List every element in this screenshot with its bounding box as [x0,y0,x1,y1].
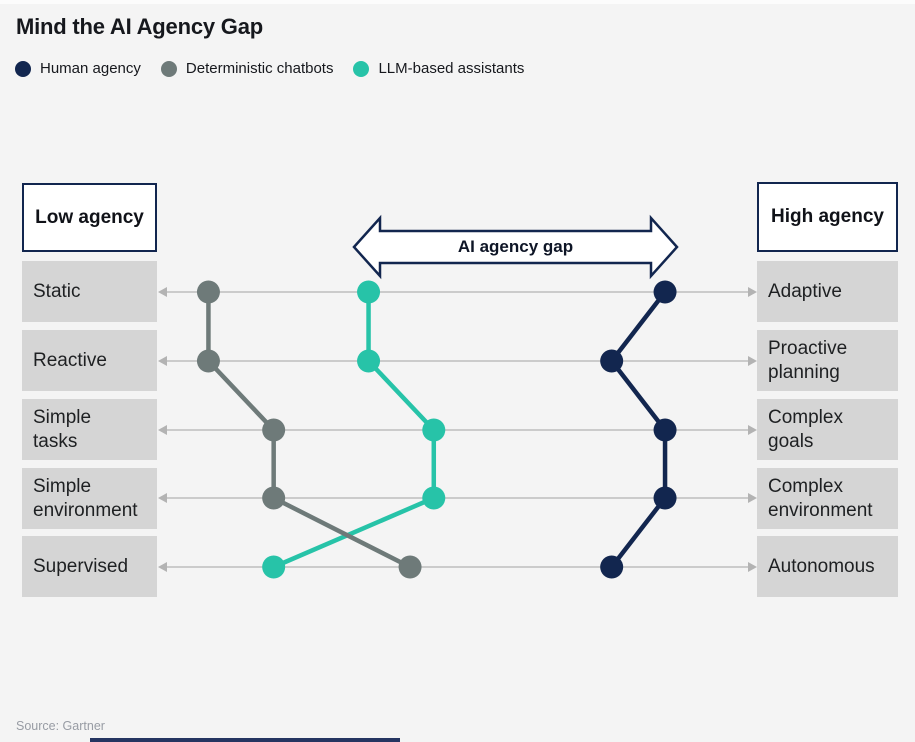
legend-item-2: LLM-based assistants [353,60,524,77]
row-label-low-4: Supervised [22,536,157,597]
source-text: Source: Gartner [16,719,105,733]
data-point [196,349,220,373]
high-agency-box: High agency [757,182,898,252]
data-point [262,486,286,510]
data-point [653,418,677,442]
legend: Human agency Deterministic chatbots LLM-ba… [15,60,524,77]
legend-dot-icon [15,60,31,77]
legend-item-0: Human agency [15,60,141,77]
data-point [422,486,446,510]
row-label-high-2: Complex goals [757,399,898,460]
data-point [653,280,677,304]
right-arrowhead-icon [748,493,757,503]
row-label-low-3: Simple environment [22,468,157,529]
data-point [357,280,381,304]
data-point [196,280,220,304]
data-point [600,555,624,579]
high-agency-label: High agency [771,206,884,227]
row-label-low-1: Reactive [22,330,157,391]
legend-dot-icon [353,60,370,77]
row-label-low-2: Simple tasks [22,399,157,460]
data-point [600,349,624,373]
data-point [357,349,381,373]
top-edge-strip [0,0,915,4]
row-label-high-1: Proactive planning [757,330,898,391]
left-arrowhead-icon [158,425,167,435]
left-arrowhead-icon [158,493,167,503]
bottom-accent-bar [90,738,400,742]
legend-dot-icon [160,60,177,77]
data-point [398,555,422,579]
low-agency-label: Low agency [35,206,144,228]
right-arrowhead-icon [748,425,757,435]
low-agency-box: Low agency [22,183,157,252]
row-label-high-4: Autonomous [757,536,898,597]
right-arrowhead-icon [748,356,757,366]
data-point [262,555,286,579]
ai-agency-gap-label: AI agency gap [457,237,574,256]
left-arrowhead-icon [158,356,167,366]
right-arrowhead-icon [748,562,757,572]
left-arrowhead-icon [158,287,167,297]
row-label-high-0: Adaptive [757,261,898,322]
legend-label: Human agency [40,60,141,77]
data-point [262,418,286,442]
row-label-high-3: Complex environment [757,468,898,529]
left-arrowhead-icon [158,562,167,572]
right-arrowhead-icon [748,287,757,297]
chart-title: Mind the AI Agency Gap [16,14,263,39]
legend-label: LLM-based assistants [378,60,525,77]
gap-arrow-shape [352,214,679,280]
legend-item-1: Deterministic chatbots [160,60,334,77]
row-label-low-0: Static [22,261,157,322]
data-point [653,486,677,510]
data-point [422,418,446,442]
legend-label: Deterministic chatbots [185,60,334,77]
